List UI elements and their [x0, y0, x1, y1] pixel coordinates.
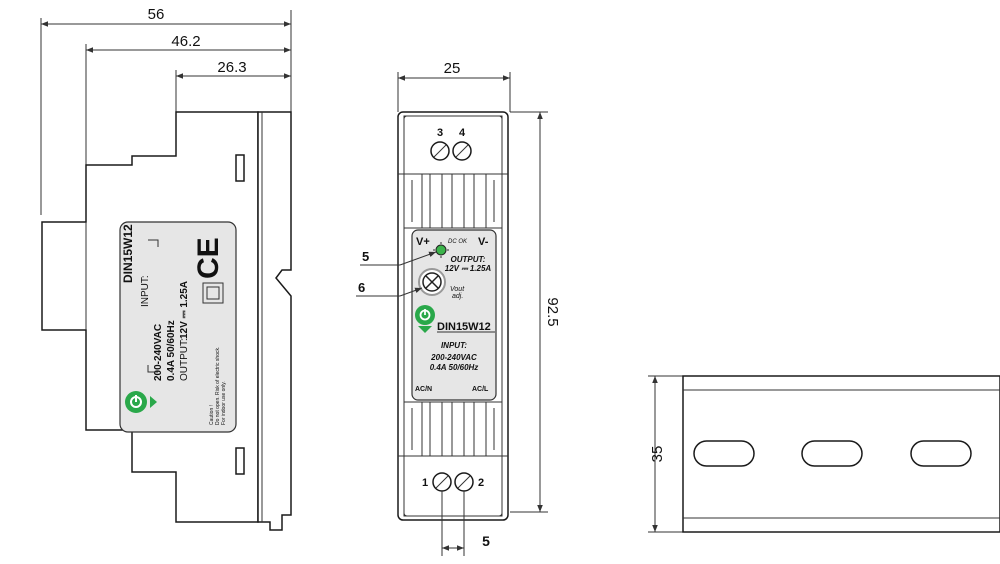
- side-slot-bottom: [235, 447, 245, 475]
- terminal-screw-1: [432, 472, 452, 492]
- rail-slot-3: [910, 440, 972, 467]
- side-output-label: OUTPUT:: [179, 338, 190, 381]
- rail-slot-2: [801, 440, 863, 467]
- dim-5-label: 5: [482, 533, 490, 549]
- dim-46-2-label: 46.2: [171, 33, 200, 50]
- front-view: 25 92.5: [356, 60, 561, 556]
- side-input-current: 0.4A 50/60Hz: [166, 320, 177, 381]
- terminal-screw-3: [430, 141, 450, 161]
- dim-26-3-label: 26.3: [217, 59, 246, 76]
- terminal-screw-2: [454, 472, 474, 492]
- ac-l-label: AC/L: [472, 386, 489, 393]
- dim-56-label: 56: [148, 6, 165, 23]
- dim-35-label: 35: [649, 446, 666, 463]
- side-view: 56 46.2 26.3 DIN15W12 INPUT: 200-240VAC …: [40, 6, 292, 531]
- dim-92-5-label: 92.5: [544, 297, 561, 326]
- ac-n-label: AC/N: [415, 386, 432, 393]
- side-output-value: 12V ⎓ 1.25A: [179, 281, 190, 339]
- front-output-value: 12V ⎓ 1.25A: [445, 264, 492, 273]
- callout-led: 5: [360, 249, 437, 266]
- vout-adjust-knob: [418, 268, 446, 296]
- side-bezel: [257, 111, 292, 531]
- side-input-voltage: 200-240VAC: [153, 324, 164, 381]
- terminal-4-label: 4: [459, 127, 466, 139]
- svg-text:5: 5: [362, 249, 369, 264]
- front-output-label: OUTPUT:: [451, 255, 486, 264]
- terminal-1-label: 1: [422, 477, 428, 489]
- side-input-label: INPUT:: [140, 275, 151, 307]
- dim-25-label: 25: [444, 60, 461, 77]
- terminal-2-label: 2: [478, 477, 484, 489]
- svg-text:6: 6: [358, 280, 365, 295]
- rail-slot-1: [693, 440, 755, 467]
- terminal-screw-4: [452, 141, 472, 161]
- side-caution-1: Caution !: [209, 405, 215, 425]
- v-plus-label: V+: [416, 236, 430, 248]
- terminal-3-label: 3: [437, 127, 443, 139]
- vout-label: Vout: [450, 286, 465, 293]
- v-minus-label: V-: [478, 236, 489, 248]
- side-caution-2: Do not open. Risk of electric shock.: [215, 347, 221, 425]
- din-rail-view: 35: [648, 375, 1000, 533]
- front-input-label: INPUT:: [441, 341, 467, 350]
- side-caution-3: For indoor use only.: [221, 381, 227, 425]
- front-input-current: 0.4A 50/60Hz: [430, 363, 479, 372]
- front-input-voltage: 200-240VAC: [430, 353, 477, 362]
- ce-mark: CE: [192, 237, 225, 279]
- adj-label: adj.: [452, 293, 463, 300]
- front-model: DIN15W12: [437, 321, 491, 333]
- bottom-vent-fins: [398, 401, 508, 457]
- callout-pot: 6: [356, 280, 423, 297]
- top-vent-fins: [398, 173, 508, 229]
- dc-ok-led-icon: [435, 244, 447, 256]
- dc-ok-label: DC OK: [448, 239, 468, 245]
- double-insulation-icon: [202, 282, 224, 304]
- side-label-panel: [119, 221, 237, 433]
- side-slot-top: [235, 154, 245, 182]
- side-model: DIN15W12: [121, 224, 135, 283]
